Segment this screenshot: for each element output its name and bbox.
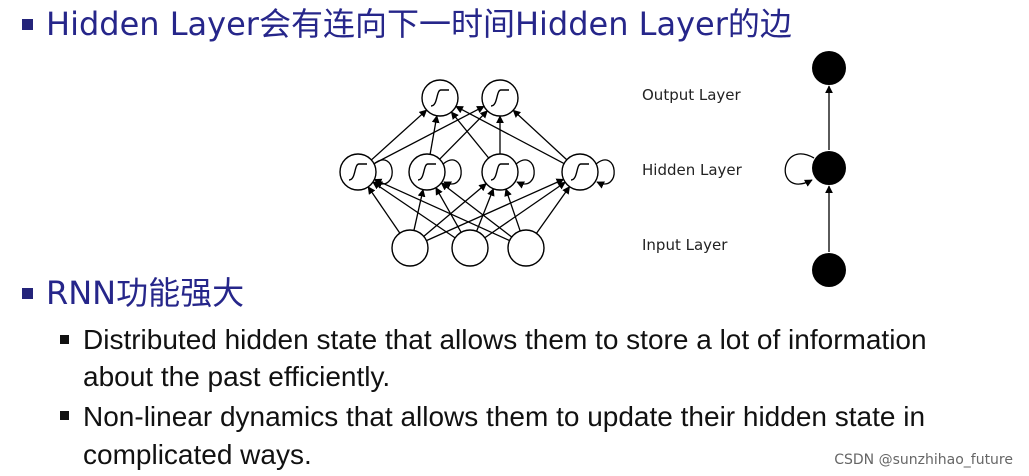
connection-edge [476, 188, 495, 232]
output-layer-label: Output Layer [642, 86, 741, 104]
sigmoid-icon [490, 163, 509, 181]
recurrent-loop [595, 159, 615, 189]
sub-bullet-line: Non-linear dynamics that allows them to … [83, 401, 926, 432]
connection-edge [367, 186, 401, 234]
output-node [812, 51, 846, 85]
hidden-node [812, 151, 846, 185]
bullet-marker [22, 19, 33, 30]
output-neuron [481, 79, 519, 117]
connection-edge [535, 186, 571, 234]
connection-edge [504, 188, 521, 232]
connection-edge [450, 111, 490, 159]
connection-edge [455, 105, 565, 165]
output-neuron [421, 79, 459, 117]
connection-edge [512, 109, 568, 161]
connection-edge [413, 188, 426, 231]
connection-edge [373, 178, 510, 242]
input-neuron [391, 229, 429, 267]
rnn-schematic [784, 51, 846, 287]
sigmoid-icon [417, 163, 436, 181]
connection-edge [439, 110, 488, 160]
sub-bullet-marker [60, 335, 69, 344]
watermark: CSDN @sunzhihao_future [834, 452, 1013, 468]
bullet-marker [22, 288, 33, 299]
hidden-neuron [339, 153, 377, 191]
sub-bullet-line: about the past efficiently. [83, 361, 391, 392]
connection-edge [484, 181, 566, 239]
hidden-layer-label: Hidden Layer [642, 161, 742, 179]
hidden-neuron [408, 153, 446, 191]
hidden-neuron [561, 153, 599, 191]
rnn-network-diagram [339, 79, 615, 267]
input-neuron [451, 229, 489, 267]
connection-edge [435, 186, 462, 233]
heading-hidden-layer: Hidden Layer会有连向下一时间Hidden Layer的边 [46, 5, 792, 43]
recurrent-loop [515, 159, 535, 189]
connection-edge [372, 181, 456, 239]
sigmoid-icon [348, 163, 367, 181]
recurrent-loop [442, 159, 462, 189]
recurrent-loop [373, 159, 393, 189]
sigmoid-icon [570, 163, 589, 181]
input-node [812, 253, 846, 287]
sigmoid-icon [430, 89, 449, 107]
sub-bullet-line: Distributed hidden state that allows the… [83, 324, 927, 355]
connection-edge [370, 109, 428, 161]
connection-edge [440, 182, 513, 238]
input-layer-label: Input Layer [642, 236, 728, 254]
connection-edge [429, 114, 440, 155]
hidden-neuron [481, 153, 519, 191]
recurrent-loop-arrow [784, 153, 815, 187]
connection-edge [373, 105, 485, 165]
sub-bullet-line: complicated ways. [83, 439, 312, 470]
sub-bullet-marker [60, 411, 69, 420]
input-neuron [507, 229, 545, 267]
connection-edge [423, 183, 487, 237]
sigmoid-icon [490, 89, 509, 107]
connection-edge [426, 178, 565, 242]
heading-rnn-power: RNN功能强大 [46, 274, 245, 312]
